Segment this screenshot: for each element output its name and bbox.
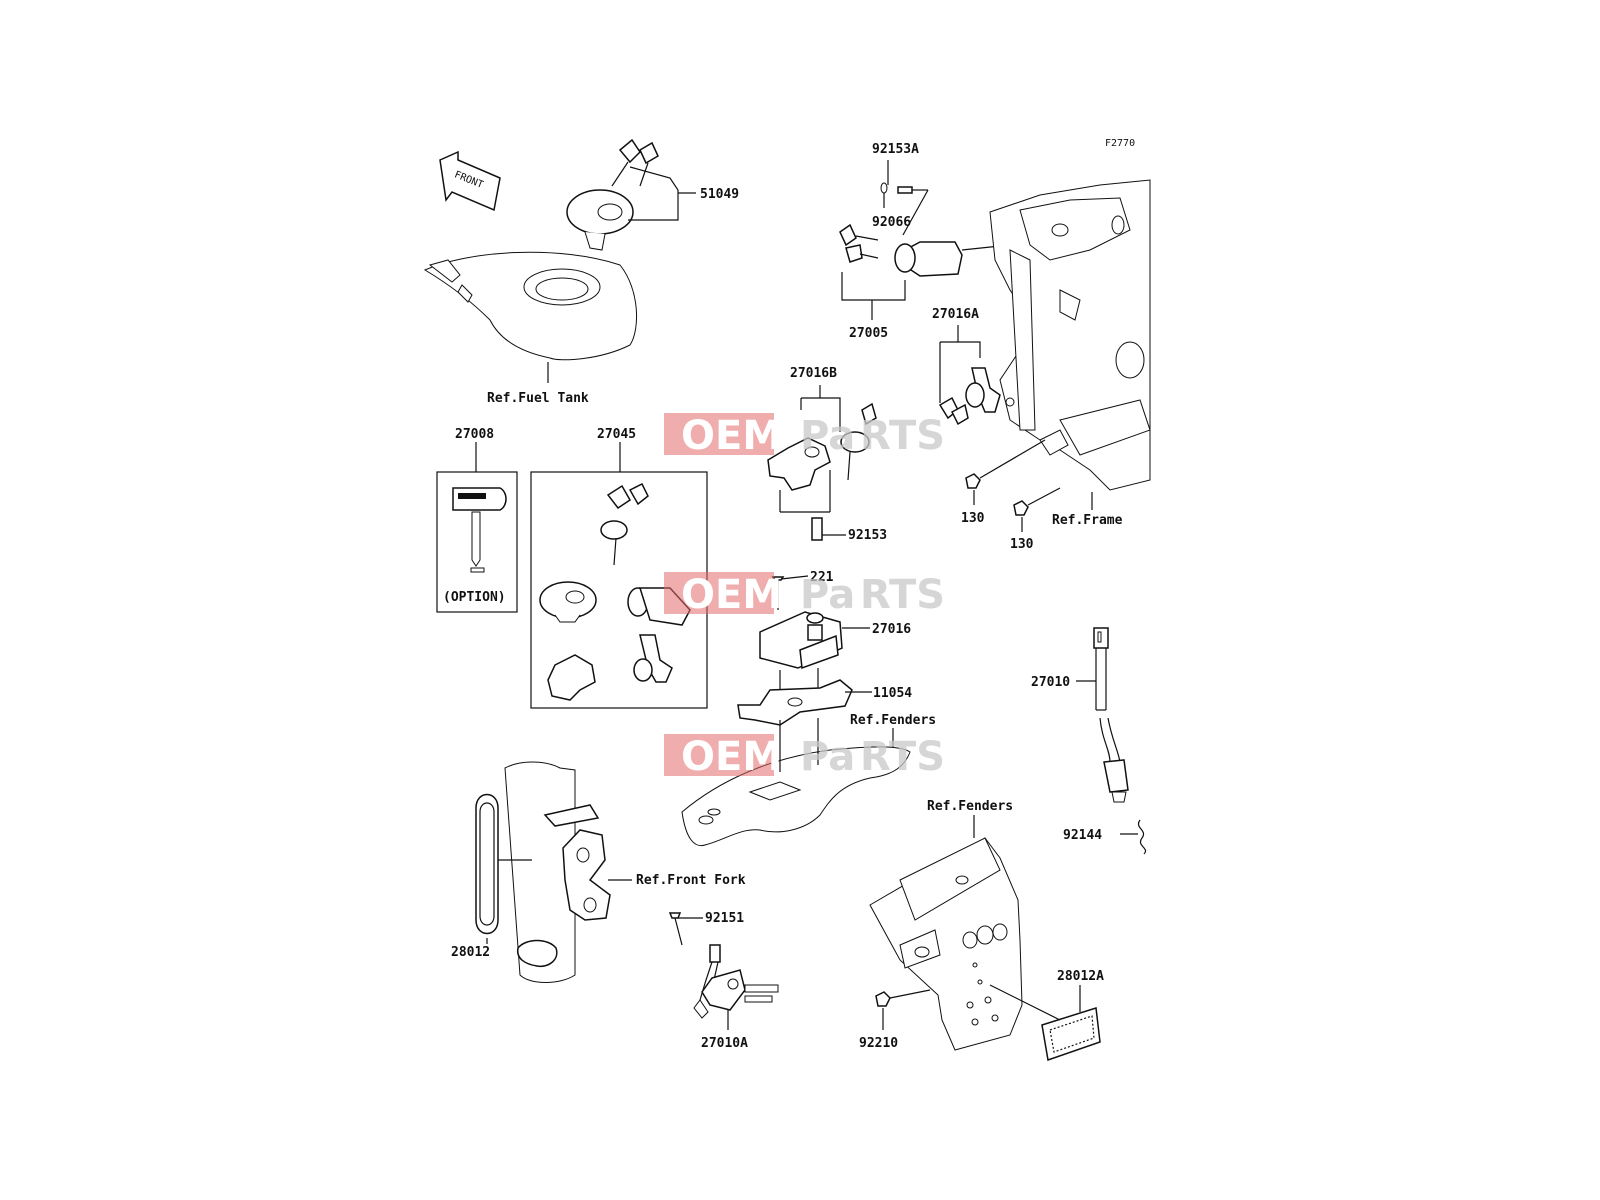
bolt-130-a <box>965 439 1046 505</box>
ref-fenders-2-label: Ref.Fenders <box>927 799 1013 814</box>
svg-text:RTS: RTS <box>860 572 945 618</box>
fuel-cap-with-keys <box>566 138 696 251</box>
ignition-switch-27005 <box>839 160 1001 320</box>
front-fender-illustration <box>681 718 911 847</box>
part-92210-label: 92210 <box>859 1036 898 1051</box>
screw-221 <box>771 575 809 610</box>
svg-text:OEM: OEM <box>681 413 782 459</box>
svg-text:RTS: RTS <box>860 734 945 780</box>
front-arrow-icon: FRONT <box>439 150 501 212</box>
ref-fuel-tank-label: Ref.Fuel Tank <box>487 391 589 406</box>
reflector-28012A <box>989 984 1101 1061</box>
part-221-label: 221 <box>810 570 834 585</box>
lock-body-27016 <box>759 611 870 690</box>
part-27005-label: 27005 <box>849 326 888 341</box>
part-27008-label: 27008 <box>455 427 494 442</box>
ref-front-fork-label: Ref.Front Fork <box>636 873 746 888</box>
part-92153-label: 92153 <box>848 528 887 543</box>
bolt-130-b <box>1013 487 1061 532</box>
reflector-28012 <box>475 793 532 944</box>
watermark-2: OEM Pa RTS <box>664 572 945 618</box>
part-28012-label: 28012 <box>451 945 490 960</box>
watermark-1: OEM Pa RTS <box>664 413 945 459</box>
diagram-code: F2770 <box>1105 138 1135 149</box>
svg-text:RTS: RTS <box>860 413 945 459</box>
part-130-a-label: 130 <box>961 511 985 526</box>
switch-27010 <box>1076 627 1146 855</box>
part-11054-label: 11054 <box>873 686 912 701</box>
nut-92210 <box>875 989 931 1030</box>
option-label: (OPTION) <box>443 590 506 605</box>
svg-text:OEM: OEM <box>681 734 782 780</box>
part-92151-label: 92151 <box>705 911 744 926</box>
frame-illustration <box>989 179 1151 491</box>
ref-frame-label: Ref.Frame <box>1052 513 1123 528</box>
key-27008 <box>436 471 518 613</box>
lock-27016B <box>767 385 877 541</box>
front-fork-illustration <box>504 761 632 983</box>
part-27016A-label: 27016A <box>932 307 979 322</box>
part-130-b-label: 130 <box>1010 537 1034 552</box>
fuel-tank-illustration <box>423 251 638 383</box>
svg-text:Pa: Pa <box>800 734 855 780</box>
ref-fenders-1-label: Ref.Fenders <box>850 713 936 728</box>
part-92066-label: 92066 <box>872 215 911 230</box>
part-51049-label: 51049 <box>700 187 739 202</box>
svg-text:OEM: OEM <box>681 572 782 618</box>
part-92144-label: 92144 <box>1063 828 1102 843</box>
bracket-11054 <box>737 679 872 726</box>
rear-fender-illustration <box>869 837 1023 1051</box>
part-92153A-label: 92153A <box>872 142 919 157</box>
watermark-3: OEM Pa RTS <box>664 734 945 780</box>
bracket-27016A <box>938 325 1015 426</box>
part-27010-label: 27010 <box>1031 675 1070 690</box>
part-28012A-label: 28012A <box>1057 969 1104 984</box>
part-27010A-label: 27010A <box>701 1036 748 1051</box>
part-27016-label: 27016 <box>872 622 911 637</box>
svg-text:Pa: Pa <box>800 572 855 618</box>
part-27045-label: 27045 <box>597 427 636 442</box>
svg-text:Pa: Pa <box>800 413 855 459</box>
part-27016B-label: 27016B <box>790 366 837 381</box>
switch-27010A <box>668 912 779 1030</box>
